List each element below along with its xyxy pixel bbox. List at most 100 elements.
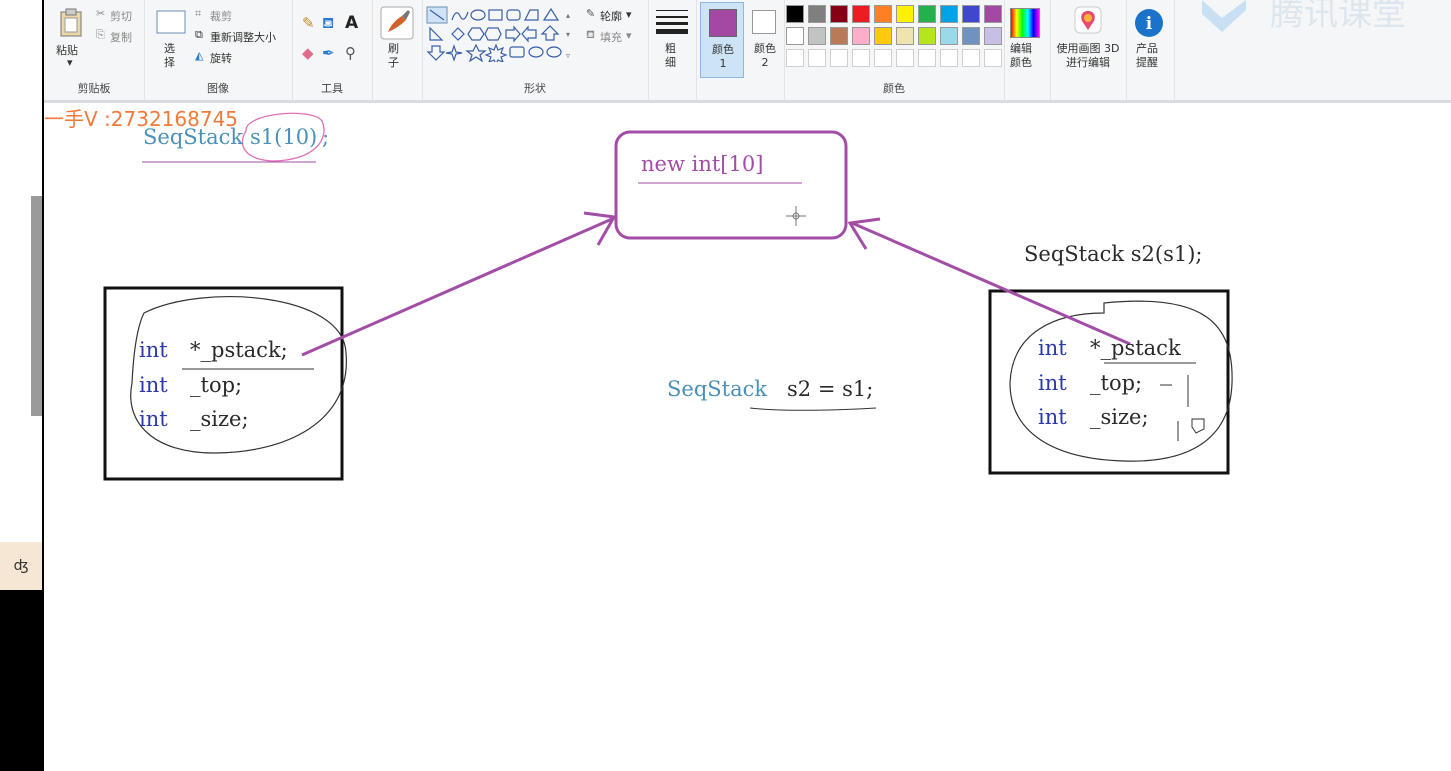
palette-swatch[interactable] bbox=[830, 5, 848, 23]
palette-swatch[interactable] bbox=[918, 5, 936, 23]
cut-icon[interactable]: ✂ bbox=[96, 7, 106, 20]
color1-label: 颜色 1 bbox=[712, 43, 734, 70]
palette-swatch[interactable] bbox=[962, 5, 980, 23]
color2-button[interactable]: 颜色 2 bbox=[744, 0, 785, 100]
palette-swatch[interactable] bbox=[940, 27, 958, 45]
left-arrow-head bbox=[583, 211, 617, 246]
brush-icon[interactable] bbox=[380, 6, 414, 40]
tencent-classroom-logo-icon bbox=[1202, 0, 1246, 32]
size-group: 粗细 bbox=[648, 0, 697, 100]
resize-button[interactable]: 重新调整大小 bbox=[210, 31, 276, 44]
paste-dropdown-arrow[interactable]: ▾ bbox=[67, 56, 73, 69]
line1-end: ; bbox=[322, 125, 330, 149]
shapes-gallery[interactable]: ▴ ▾ ▿ bbox=[426, 6, 574, 62]
size-button[interactable]: 粗细 bbox=[665, 42, 676, 69]
line1-arg: s1(10) bbox=[250, 125, 318, 149]
fill-dropdown-arrow[interactable]: ▾ bbox=[626, 29, 632, 42]
outline-button[interactable]: 轮廓 bbox=[600, 10, 622, 23]
edit-colors-icon[interactable] bbox=[1010, 8, 1040, 38]
brush-button[interactable]: 刷子 bbox=[388, 42, 399, 69]
resize-icon[interactable]: ⧉ bbox=[195, 28, 203, 41]
fill-shape-icon[interactable]: ⛾ bbox=[586, 28, 595, 41]
select-icon[interactable] bbox=[156, 10, 186, 34]
crop-button[interactable]: 裁剪 bbox=[210, 10, 232, 23]
color-picker-icon[interactable]: ✒ bbox=[322, 44, 335, 62]
select-button[interactable]: 选择 bbox=[164, 42, 175, 69]
left-scrollbar[interactable] bbox=[31, 196, 42, 416]
palette-swatch[interactable] bbox=[984, 5, 1002, 23]
palette-swatch[interactable] bbox=[896, 27, 914, 45]
copy-icon[interactable]: ⎘ bbox=[96, 28, 105, 41]
palette-swatch[interactable] bbox=[984, 49, 1002, 67]
right-members-circle bbox=[1009, 300, 1233, 462]
color1-button[interactable]: 颜色 1 bbox=[700, 2, 744, 78]
rotate-icon[interactable]: ◭ bbox=[195, 49, 204, 62]
outline-icon[interactable]: ✎ bbox=[586, 7, 596, 20]
paint3d-icon[interactable] bbox=[1074, 6, 1102, 38]
edit-colors-button[interactable]: 编辑颜色 bbox=[1010, 42, 1032, 69]
palette-swatch[interactable] bbox=[984, 27, 1002, 45]
palette-swatch[interactable] bbox=[874, 5, 892, 23]
right-kw1: int bbox=[1038, 336, 1067, 360]
palette-swatch[interactable] bbox=[962, 27, 980, 45]
text-icon[interactable]: A bbox=[345, 13, 359, 33]
palette-swatch[interactable] bbox=[808, 27, 826, 45]
paint3d-button[interactable]: 使用画图 3D 进行编辑 bbox=[1056, 42, 1120, 69]
cut-button[interactable]: 剪切 bbox=[110, 10, 132, 23]
paste-icon[interactable] bbox=[58, 8, 84, 38]
assign-type: SeqStack bbox=[667, 377, 768, 401]
shapes-label: 形状 bbox=[524, 82, 546, 95]
pencil-icon[interactable]: ✎ bbox=[302, 14, 315, 32]
side-tool-icon[interactable]: ʤ bbox=[0, 542, 42, 590]
eraser-icon[interactable]: ◆ bbox=[302, 44, 314, 62]
heap-box bbox=[614, 130, 848, 240]
fill-icon[interactable]: ⛾ bbox=[322, 14, 335, 32]
drawing-canvas[interactable]: SeqStack s1(10) ; new int[10] 一手V :27321… bbox=[44, 103, 1451, 771]
palette-swatch[interactable] bbox=[896, 49, 914, 67]
palette-swatch[interactable] bbox=[786, 27, 804, 45]
palette-swatch[interactable] bbox=[830, 27, 848, 45]
palette-swatch[interactable] bbox=[786, 5, 804, 23]
line1-type: SeqStack bbox=[143, 125, 244, 149]
palette-swatch[interactable] bbox=[808, 49, 826, 67]
outline-dropdown-arrow[interactable]: ▾ bbox=[626, 8, 632, 21]
left-members-circle bbox=[130, 296, 347, 454]
palette-swatch[interactable] bbox=[940, 49, 958, 67]
shapes-group: ▴ ▾ ▿ ✎ 轮廓 ▾ ⛾ 填充 ▾ 形状 bbox=[422, 0, 649, 100]
copy-button[interactable]: 复制 bbox=[110, 31, 132, 44]
palette-swatch[interactable] bbox=[808, 5, 826, 23]
right-arrow-head bbox=[847, 217, 881, 250]
palette-swatch[interactable] bbox=[786, 49, 804, 67]
colors-label: 颜色 bbox=[883, 82, 905, 95]
magnifier-icon[interactable]: ⚲ bbox=[345, 44, 356, 62]
product-alert-button[interactable]: 产品提醒 bbox=[1136, 42, 1158, 69]
palette-swatch[interactable] bbox=[852, 27, 870, 45]
image-group: 选择 ⌗ 裁剪 ⧉ 重新调整大小 ◭ 旋转 图像 bbox=[144, 0, 293, 100]
left-kw3: int bbox=[139, 407, 168, 431]
edit-colors-group: 编辑颜色 bbox=[1004, 0, 1051, 100]
palette-swatch[interactable] bbox=[852, 5, 870, 23]
palette-swatch[interactable] bbox=[918, 27, 936, 45]
palette-swatch[interactable] bbox=[852, 49, 870, 67]
paste-button[interactable]: 粘贴 bbox=[56, 44, 78, 57]
right-object-box bbox=[988, 289, 1230, 475]
palette-swatch[interactable] bbox=[896, 5, 914, 23]
left-object-box bbox=[103, 286, 344, 481]
palette-swatch[interactable] bbox=[918, 49, 936, 67]
palette-swatch[interactable] bbox=[874, 49, 892, 67]
palette-swatch[interactable] bbox=[874, 27, 892, 45]
tools-label: 工具 bbox=[321, 82, 343, 95]
svg-text:i: i bbox=[1146, 14, 1153, 34]
fill-button[interactable]: 填充 bbox=[600, 31, 622, 44]
assign-underline bbox=[749, 407, 877, 411]
palette-swatch[interactable] bbox=[962, 49, 980, 67]
crosshair-cursor-icon bbox=[786, 206, 806, 226]
palette-swatch[interactable] bbox=[940, 5, 958, 23]
rotate-button[interactable]: 旋转 bbox=[210, 52, 232, 65]
crop-icon[interactable]: ⌗ bbox=[195, 7, 202, 20]
info-icon[interactable]: i bbox=[1134, 8, 1164, 38]
contact-note: 一手V :2732168745 bbox=[44, 107, 239, 131]
s1-arg-circle bbox=[241, 112, 325, 162]
palette-swatch[interactable] bbox=[830, 49, 848, 67]
size-lines-icon[interactable] bbox=[656, 8, 688, 36]
